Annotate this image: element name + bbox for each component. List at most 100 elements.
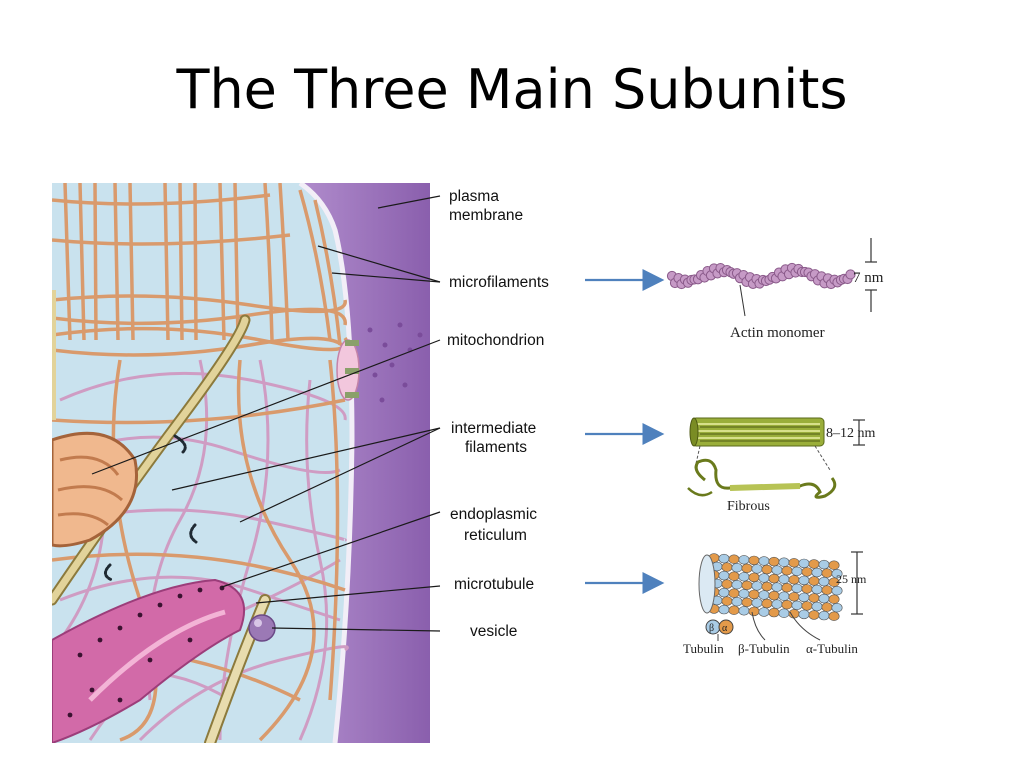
beta-tubulin-subunit [758, 556, 770, 566]
actin-size-bracket [865, 238, 877, 312]
alpha-tubulin-caption: α-Tubulin [806, 641, 858, 656]
beta-tubulin-subunit [791, 600, 803, 610]
label-mitochondrion: mitochondrion [447, 332, 544, 349]
alpha-tubulin-subunit [748, 555, 760, 566]
label-plasma-membrane-line2: membrane [449, 207, 523, 224]
alpha-tubulin-subunit [808, 576, 820, 586]
mitochondrion-shape [52, 431, 138, 548]
alpha-tubulin-subunit [788, 575, 800, 585]
alpha-tubulin-subunit [828, 577, 840, 587]
tubulin-caption: Tubulin [683, 641, 724, 656]
alpha-tubulin-subunit [828, 611, 840, 621]
beta-tubulin-subunit [758, 607, 770, 617]
tubulin-dimer-key: β α [705, 619, 734, 635]
alpha-tubulin-subunit [788, 558, 800, 568]
alpha-tubulin-subunit [808, 610, 820, 620]
beta-tubulin-subunit [778, 557, 790, 567]
intermediate-caption: Fibrous [727, 499, 770, 514]
beta-tubulin-subunit [731, 562, 743, 573]
beta-tubulin-subunit [791, 566, 803, 576]
microtubule-rods [52, 290, 271, 743]
beta-tubulin-subunit [811, 584, 823, 595]
beta-tubulin-subunit [758, 573, 770, 583]
alpha-tubulin-subunit [768, 556, 780, 567]
beta-tubulin-subunit [798, 609, 810, 620]
alpha-tubulin-subunit [788, 592, 800, 602]
alpha-tubulin-subunit [748, 606, 760, 617]
cell-labels: plasma membrane microfilaments mitochond… [447, 188, 549, 640]
endoplasmic-reticulum-shape [52, 578, 245, 743]
alpha-tubulin-subunit [768, 573, 780, 584]
beta-tubulin-subunit [718, 604, 730, 615]
alpha-tubulin-subunit [768, 590, 780, 601]
alpha-symbol: α [722, 623, 728, 634]
label-intermediate-line2: filaments [465, 439, 527, 456]
alpha-tubulin-subunit [781, 599, 793, 610]
beta-tubulin-subunit [831, 602, 843, 613]
alpha-tubulin-subunit [748, 589, 760, 600]
alpha-tubulin-subunit [788, 609, 800, 619]
beta-tubulin-subunit [778, 591, 790, 601]
beta-tubulin-subunit [771, 599, 783, 609]
alpha-tubulin-subunit [721, 562, 733, 572]
beta-tubulin-subunit [831, 585, 843, 596]
intermediate-filament-detail: Fibrous 8–12 nm [687, 417, 876, 514]
membrane-mitochondrion [336, 339, 360, 401]
alpha-tubulin-subunit [808, 559, 820, 569]
fibrous-strand [687, 458, 837, 499]
beta-tubulin-subunit [778, 574, 790, 584]
label-microfilaments: microfilaments [449, 274, 549, 291]
membrane-pores [367, 322, 423, 403]
alpha-tubulin-subunit [728, 588, 740, 598]
label-er-line1: endoplasmic [450, 506, 537, 523]
cell-illustration [52, 183, 430, 743]
beta-tubulin-subunit [718, 570, 730, 581]
beta-tubulin-subunit [751, 598, 763, 608]
beta-tubulin-subunit [731, 579, 743, 590]
beta-tubulin-subunit [738, 572, 750, 582]
actin-monomer-chain [666, 262, 856, 290]
label-intermediate-line1: intermediate [451, 420, 536, 437]
beta-tubulin-subunit [738, 555, 750, 565]
actin-monomer [845, 269, 856, 280]
beta-tubulin-subunit [818, 559, 830, 570]
beta-tubulin-subunit [758, 590, 770, 600]
alpha-tubulin-subunit [801, 601, 813, 611]
actin-caption: Actin monomer [730, 325, 825, 341]
cytosol-particles [104, 434, 198, 582]
alpha-tubulin-subunit [828, 594, 840, 604]
slide-title: The Three Main Subunits [176, 58, 848, 121]
beta-tubulin-subunit [811, 567, 823, 578]
actin-size: 7 nm [853, 270, 884, 286]
beta-tubulin-subunit [818, 593, 830, 604]
label-microtubule: microtubule [454, 576, 534, 593]
alpha-tubulin-subunit [721, 579, 733, 589]
label-vesicle: vesicle [470, 623, 517, 640]
beta-tubulin-subunit [718, 587, 730, 598]
alpha-tubulin-subunit [741, 597, 753, 607]
beta-tubulin-subunit [738, 606, 750, 616]
beta-tubulin-subunit [718, 553, 730, 564]
alpha-tubulin-subunit [781, 582, 793, 593]
intermediate-size: 8–12 nm [826, 426, 876, 441]
alpha-tubulin-subunit [808, 593, 820, 603]
label-er-line2: reticulum [464, 527, 527, 544]
alpha-tubulin-subunit [728, 554, 740, 564]
beta-tubulin-subunit [778, 608, 790, 618]
beta-tubulin-subunit [771, 565, 783, 575]
beta-tubulin-subunit [811, 601, 823, 612]
alpha-tubulin-subunit [821, 585, 833, 595]
beta-tubulin-subunit [818, 576, 830, 587]
vesicle-shape [248, 614, 276, 642]
beta-tubulin-subunit [798, 558, 810, 569]
actin-filament-detail: Actin monomer 7 nm [666, 238, 884, 341]
beta-tubulin-subunit [798, 592, 810, 603]
beta-tubulin-subunit [751, 581, 763, 591]
beta-tubulin-subunit [731, 596, 743, 607]
alpha-tubulin-subunit [761, 598, 773, 609]
label-plasma-membrane-line1: plasma [449, 188, 499, 205]
alpha-tubulin-subunit [741, 563, 753, 573]
beta-tubulin-subunit [798, 575, 810, 586]
microtubule-size: 25 nm [836, 572, 867, 586]
